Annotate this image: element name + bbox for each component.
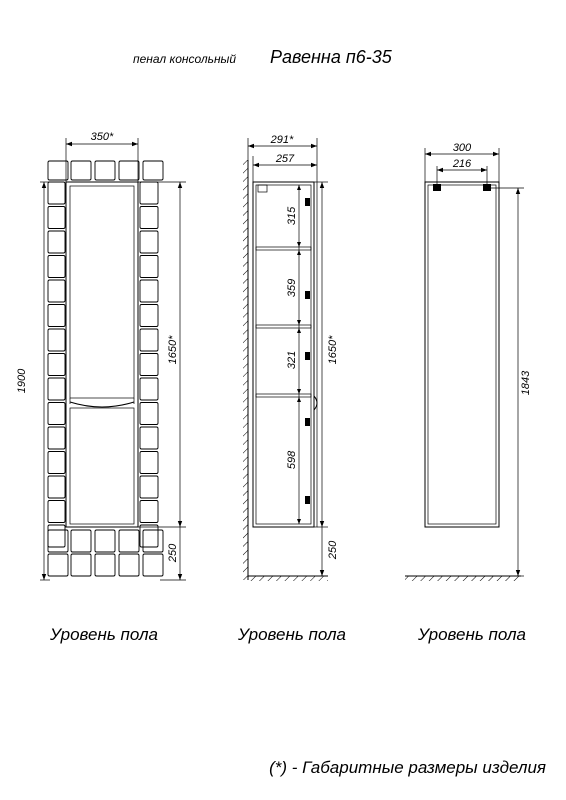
hanger-bracket [257,184,268,193]
wall-tile [47,553,69,577]
wall-tile [47,160,69,181]
wall-tile [118,553,140,577]
side-floor-label: Уровень пола [237,625,346,644]
side-floor-hatch [248,576,328,581]
wall-tile [47,304,66,327]
side-door-edge [313,181,318,528]
shelf-3 [255,393,312,398]
front-floor-label: Уровень пола [49,625,158,644]
shelf-1 [255,246,312,251]
hinge-4 [305,418,310,426]
wall-tile [139,524,159,548]
front-view: 350* 1900 1650* 250 Уровень пола [16,131,186,644]
wall-tile [118,160,140,181]
hinge-2 [305,291,310,299]
cabinet-back-body [424,181,500,528]
wall-tile [47,426,66,450]
side-floor-gap-label: 250 [327,540,339,560]
hinge-3 [305,352,310,360]
wall-tile [139,279,159,303]
wall-tile [47,181,66,205]
hinge-1 [305,198,310,206]
front-body-height-label: 1650* [167,335,179,364]
mount-bracket-right [483,184,491,191]
cabinet-front-body [65,181,139,528]
lower-door [69,407,135,525]
wall-tile [142,160,164,181]
footnote: (*) - Габаритные размеры изделия [269,758,546,777]
wall-tile [47,451,66,474]
wall-tile [47,255,66,278]
wall-tile [139,181,159,205]
upper-door [69,185,135,399]
back-view: 300 216 1843 Уровень пола [405,142,532,644]
back-floor-hatch [405,576,521,581]
side-body-height-label: 1650* [327,335,339,364]
wall-tile [139,304,159,327]
side-view: 315 359 321 598 291* 257 1650* 250 Урове… [237,134,346,644]
side-handle [313,395,318,411]
title-model: Равенна п6-35 [270,47,393,67]
front-floor-gap-label: 250 [167,543,179,563]
wall-tile [139,377,159,401]
wall-tile [70,553,92,577]
back-height-label: 1843 [520,370,532,395]
wall-tile [47,328,66,352]
mount-bracket-left [433,184,441,191]
wall-tile [47,353,66,376]
wall-tile [139,328,159,352]
wall-tile [142,529,164,553]
shelf-gap-3: 321 [286,351,298,369]
wall-tile [47,402,66,425]
wall-tile [94,553,116,577]
shelf-2 [255,324,312,329]
back-width-label: 300 [453,142,472,154]
wall-tile [94,529,116,553]
wall-tile [139,402,159,425]
wall-tile [47,500,66,523]
wall-tile [47,529,69,553]
wall-tile [139,255,159,278]
wall-tile [47,206,66,229]
back-inner-width-label: 216 [452,158,472,170]
door-handle [69,401,135,408]
side-wall-hatch [243,160,248,580]
wall-tile [70,529,92,553]
wall-tile [142,553,164,577]
wall-tile [139,353,159,376]
wall-tiles [47,160,164,577]
shelf-gap-4: 598 [286,450,298,469]
wall-tile [139,230,159,254]
wall-tile [47,524,66,548]
wall-tile [94,160,116,181]
wall-tile [70,160,92,181]
wall-tile [47,230,66,254]
hinge-5 [305,496,310,504]
wall-tile [139,451,159,474]
side-overall-depth-label: 291* [270,134,294,146]
wall-tile [118,529,140,553]
wall-tile [47,377,66,401]
back-floor-label: Уровень пола [417,625,526,644]
front-width-label: 350* [91,131,114,143]
cabinet-side-body [252,181,315,528]
wall-tile [139,475,159,499]
wall-tile [47,279,66,303]
front-total-height-label: 1900 [16,368,28,393]
shelf-gap-1: 315 [286,206,298,225]
title-prefix: пенал консольный [133,52,236,66]
wall-tile [139,426,159,450]
wall-tile [139,206,159,229]
wall-tile [47,475,66,499]
wall-tile [139,500,159,523]
side-body-depth-label: 257 [275,153,295,165]
shelf-gap-2: 359 [286,279,298,297]
